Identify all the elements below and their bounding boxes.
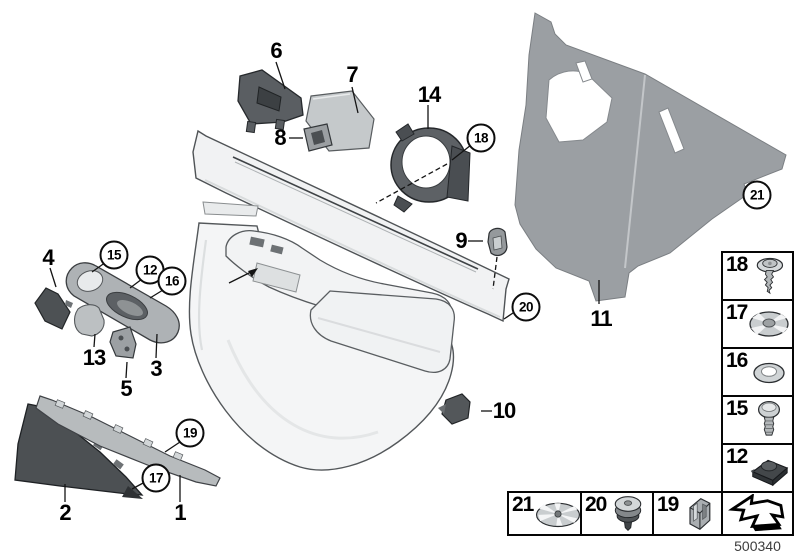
callout-5[interactable]: 5 [120, 376, 132, 401]
direction-arrow-icon [726, 493, 790, 533]
callout-13[interactable]: 13 [82, 345, 107, 370]
sill-trim-strip-part [192, 129, 510, 323]
callout-circled-16[interactable]: 16 [157, 266, 187, 296]
grommet-plug-icon [606, 494, 650, 533]
serrated-lock-washer-icon [747, 302, 791, 346]
callout-6[interactable]: 6 [270, 38, 282, 63]
fastener-row-17[interactable]: 17 [721, 299, 794, 349]
fastener-number: 15 [726, 397, 748, 420]
expansion-clip-icon [747, 446, 791, 490]
fastener-row-12[interactable]: 12 [721, 443, 794, 493]
callout-7[interactable]: 7 [346, 62, 358, 87]
mount-bracket-part [109, 326, 137, 359]
fastener-number: 16 [726, 349, 748, 372]
diagram-id-label: 500340 [734, 538, 781, 554]
fastener-row-15[interactable]: 15 [721, 395, 794, 445]
callout-circled-19[interactable]: 19 [175, 418, 205, 448]
fastener-row-16[interactable]: 16 [721, 347, 794, 397]
callout-11[interactable]: 11 [590, 306, 612, 331]
pull-handle-bracket-part [65, 262, 180, 344]
fastener-number: 19 [657, 493, 679, 516]
pocket-cover-part [438, 393, 471, 425]
callout-10[interactable]: 10 [492, 398, 517, 423]
fastener-number: 12 [726, 445, 748, 468]
callout-9[interactable]: 9 [455, 228, 467, 253]
callout-circled-18[interactable]: 18 [466, 123, 496, 153]
armrest-pad-part [309, 290, 456, 374]
fastener-number: 21 [512, 493, 534, 516]
callout-circled-15[interactable]: 15 [99, 240, 129, 270]
callout-circled-21[interactable]: 21 [742, 180, 772, 210]
callout-4[interactable]: 4 [42, 245, 54, 270]
fastener-number: 18 [726, 253, 748, 276]
fastener-number: 20 [585, 493, 607, 516]
callout-8[interactable]: 8 [274, 125, 286, 150]
sound-insulation-panel-part [514, 12, 787, 302]
fastener-number: 17 [726, 301, 748, 324]
callout-2[interactable]: 2 [59, 500, 71, 525]
switch-bezel-part [237, 69, 304, 134]
callout-circled-20[interactable]: 20 [511, 292, 541, 322]
direction-arrow-cell[interactable] [721, 491, 794, 536]
fastener-row-18[interactable]: 18 [721, 251, 794, 301]
flange-screw-icon [747, 254, 790, 298]
callout-14[interactable]: 14 [417, 82, 442, 107]
retainer-clip-part [487, 227, 508, 257]
end-cover-part [34, 287, 73, 330]
pan-head-screw-icon [747, 398, 790, 442]
blank-cover-part [73, 304, 105, 337]
speaker-bracket-part [390, 123, 471, 213]
callout-1[interactable]: 1 [174, 500, 186, 525]
callout-circled-12[interactable]: 12 [135, 255, 165, 285]
callout-circled-17[interactable]: 17 [141, 463, 171, 493]
small-switch-part [303, 123, 333, 152]
fastener-cell-19[interactable]: 19 [652, 491, 723, 536]
star-lock-washer-icon [533, 494, 583, 533]
spring-clip-icon [678, 494, 719, 533]
flat-washer-icon [747, 350, 790, 394]
callout-3[interactable]: 3 [150, 356, 162, 381]
fastener-cell-21[interactable]: 21 [507, 491, 582, 536]
lower-trim-strip-part [35, 395, 221, 487]
fastener-cell-20[interactable]: 20 [580, 491, 654, 536]
